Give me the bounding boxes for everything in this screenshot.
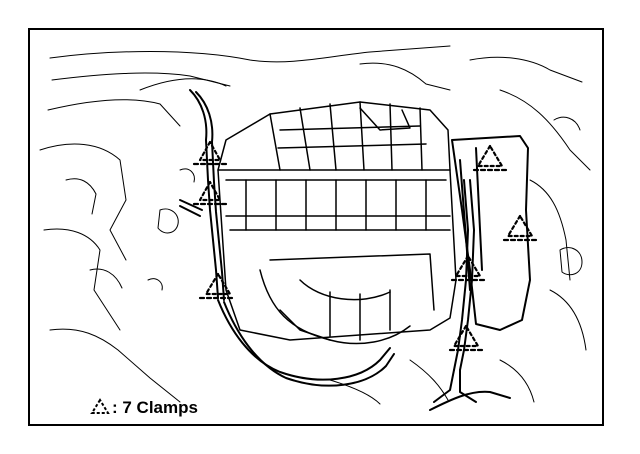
clamp-marker	[502, 214, 538, 242]
blower-unit	[259, 253, 435, 345]
clamp-marker	[198, 272, 236, 300]
hvac-unit-illustration	[39, 45, 591, 411]
clamp-marker	[448, 324, 484, 352]
legend-text: : 7 Clamps	[112, 398, 198, 417]
clamp-marker	[192, 180, 228, 206]
diagram-frame: : 7 Clamps	[28, 28, 604, 426]
clamp-marker	[192, 140, 228, 166]
hvac-housing	[217, 101, 457, 341]
dashed-triangle-icon	[90, 398, 110, 414]
clamp-marker	[450, 254, 486, 282]
clamp-marker	[472, 144, 508, 172]
wire-harness	[179, 89, 511, 411]
clamp-markers	[192, 140, 538, 352]
surrounding-structure	[39, 45, 591, 405]
clamp-legend: : 7 Clamps	[90, 398, 198, 418]
